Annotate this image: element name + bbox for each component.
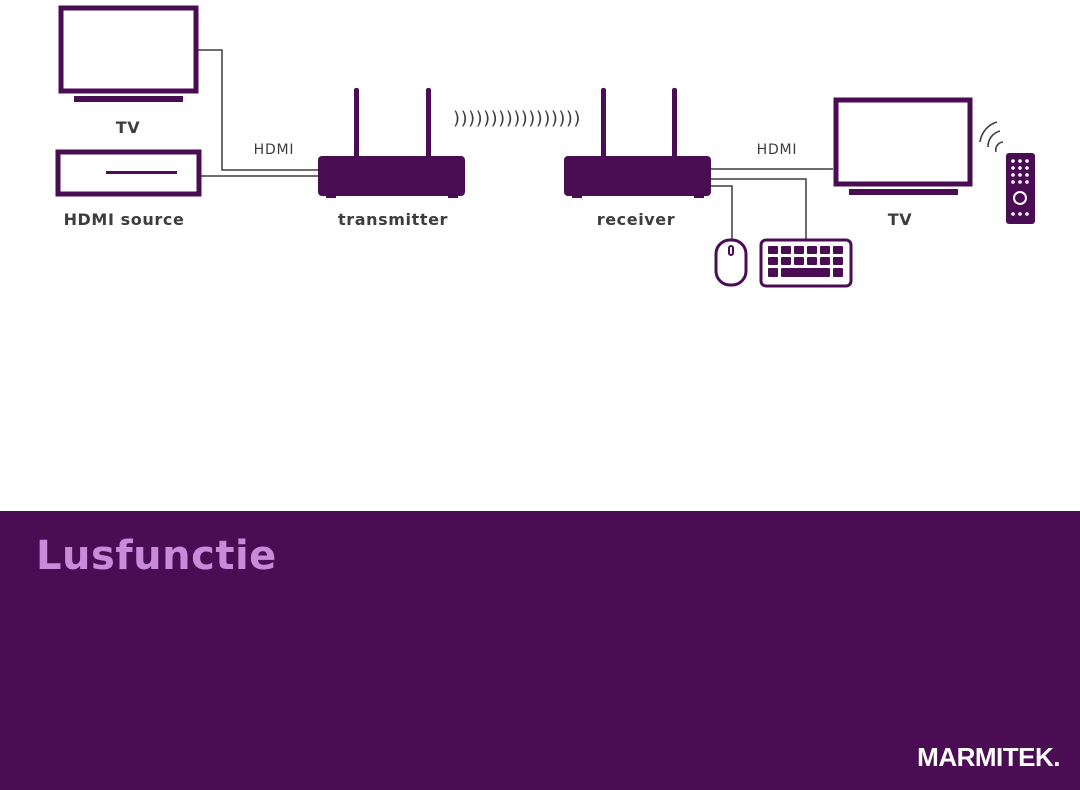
tv-right-label: TV [888,210,913,229]
mouse-icon [714,238,748,287]
hdmi-right-label: HDMI [757,142,798,158]
cable-receiver-to-mouse [710,185,733,240]
tv-icon [58,5,199,102]
cable-tv-left-to-transmitter [197,49,320,171]
hdmi-source-label: HDMI source [64,210,185,229]
receiver-label: receiver [597,210,676,229]
cables [197,49,833,240]
tv-icon [833,97,973,195]
section-title: Lusfunctie [36,533,277,579]
keyboard-icon [759,238,853,288]
cable-receiver-to-keyboard [710,178,807,240]
tv-left-label: TV [116,118,141,137]
hdmi-left-label: HDMI [254,142,295,158]
transmitter-label: transmitter [338,210,448,229]
brand-logo: MARMITEK. [917,742,1060,772]
loop-function-diagram: TV HDMI source HDMI transmitter ))))))))… [55,5,1035,288]
transmitter-icon [318,88,465,198]
receiver-icon [564,88,711,198]
remote-control-icon [1006,153,1035,224]
infrared-signal-icon [979,121,1004,153]
footer-banner [0,511,1080,790]
wireless-signal: ))))))))))))))))) [453,108,581,129]
hdmi-source-box-icon [55,149,202,197]
